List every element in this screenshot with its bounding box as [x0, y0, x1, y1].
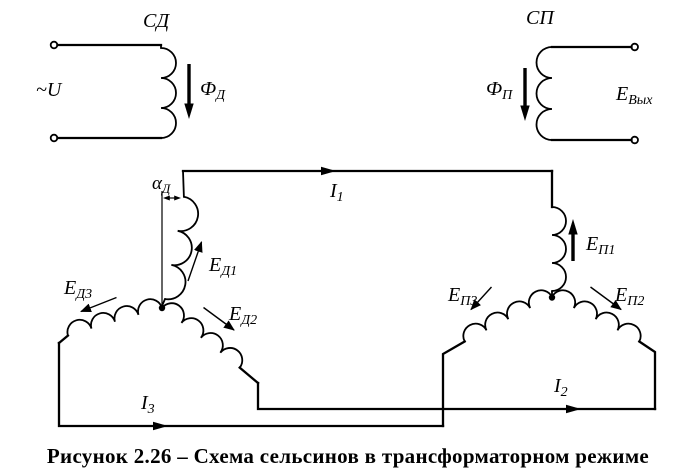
transmitter-rotor: [57, 170, 260, 385]
emf-d3-label: ЕД3: [63, 277, 92, 302]
emf-p1-arrowhead-icon: [568, 219, 578, 235]
sp-output-coil: [535, 46, 553, 141]
p2-tail: [637, 339, 657, 411]
emf-d2-label: ЕД2: [228, 303, 257, 328]
angle-d-label: αД: [152, 173, 171, 196]
d2-tail: [238, 365, 260, 385]
alpha-right-arrowhead-icon: [174, 195, 181, 201]
transmitter-title: СД: [143, 10, 170, 32]
emf-p2-label: ЕП2: [614, 284, 644, 309]
p3-tail: [441, 339, 467, 428]
emf-d1-label: ЕД1: [208, 254, 237, 279]
alpha-left-arrowhead-icon: [163, 195, 170, 201]
supply-voltage-label: ~U: [36, 79, 63, 101]
p1-winding: [551, 206, 567, 292]
emf-d3-arrow: [80, 296, 117, 313]
i3-wire: [57, 341, 445, 428]
figure-caption: Рисунок 2.26 – Схема сельсинов в трансфо…: [47, 444, 649, 468]
link-wires: [57, 166, 657, 431]
i3-arrowhead-icon: [153, 421, 168, 431]
current-3-label: I3: [140, 392, 155, 417]
i2-arrowhead-icon: [566, 404, 581, 414]
d1-top-connector: [182, 170, 185, 198]
output-emf-label: ЕВых: [615, 83, 653, 108]
i1-arrowhead-icon: [321, 166, 336, 176]
flux-d-arrowhead-icon: [184, 103, 194, 119]
current-1-label: I1: [329, 180, 344, 205]
emf-d1-arrow: [187, 241, 203, 282]
terminal-icon: [49, 133, 59, 143]
emf-p3-arrow: [470, 286, 493, 311]
flux-p-label: ФП: [486, 78, 513, 103]
emf-d2-arrow: [203, 306, 235, 331]
terminal-icon: [49, 40, 59, 50]
flux-p-arrowhead-icon: [520, 105, 530, 121]
d3-winding: [66, 298, 163, 337]
sd-excitation-coil: [160, 44, 177, 139]
emf-p2-arrow: [590, 286, 622, 311]
d1-winding: [164, 195, 200, 301]
receiver-stator: [520, 42, 639, 145]
d3-tail: [57, 333, 70, 345]
receiver-title: СП: [526, 7, 555, 29]
d1-bottom-connector: [161, 298, 166, 307]
emf-p1-label: ЕП1: [585, 233, 615, 258]
current-2-label: I2: [553, 375, 568, 400]
i2-wire: [256, 381, 657, 411]
transmitter-stator: [49, 40, 194, 143]
labels: СД СП ~U ФД ФП ЕВых I1 I2 I3 αД ЕД1 ЕД2 …: [36, 7, 653, 417]
flux-d-label: ФД: [200, 78, 226, 103]
emf-p3-label: ЕП3: [447, 284, 477, 309]
